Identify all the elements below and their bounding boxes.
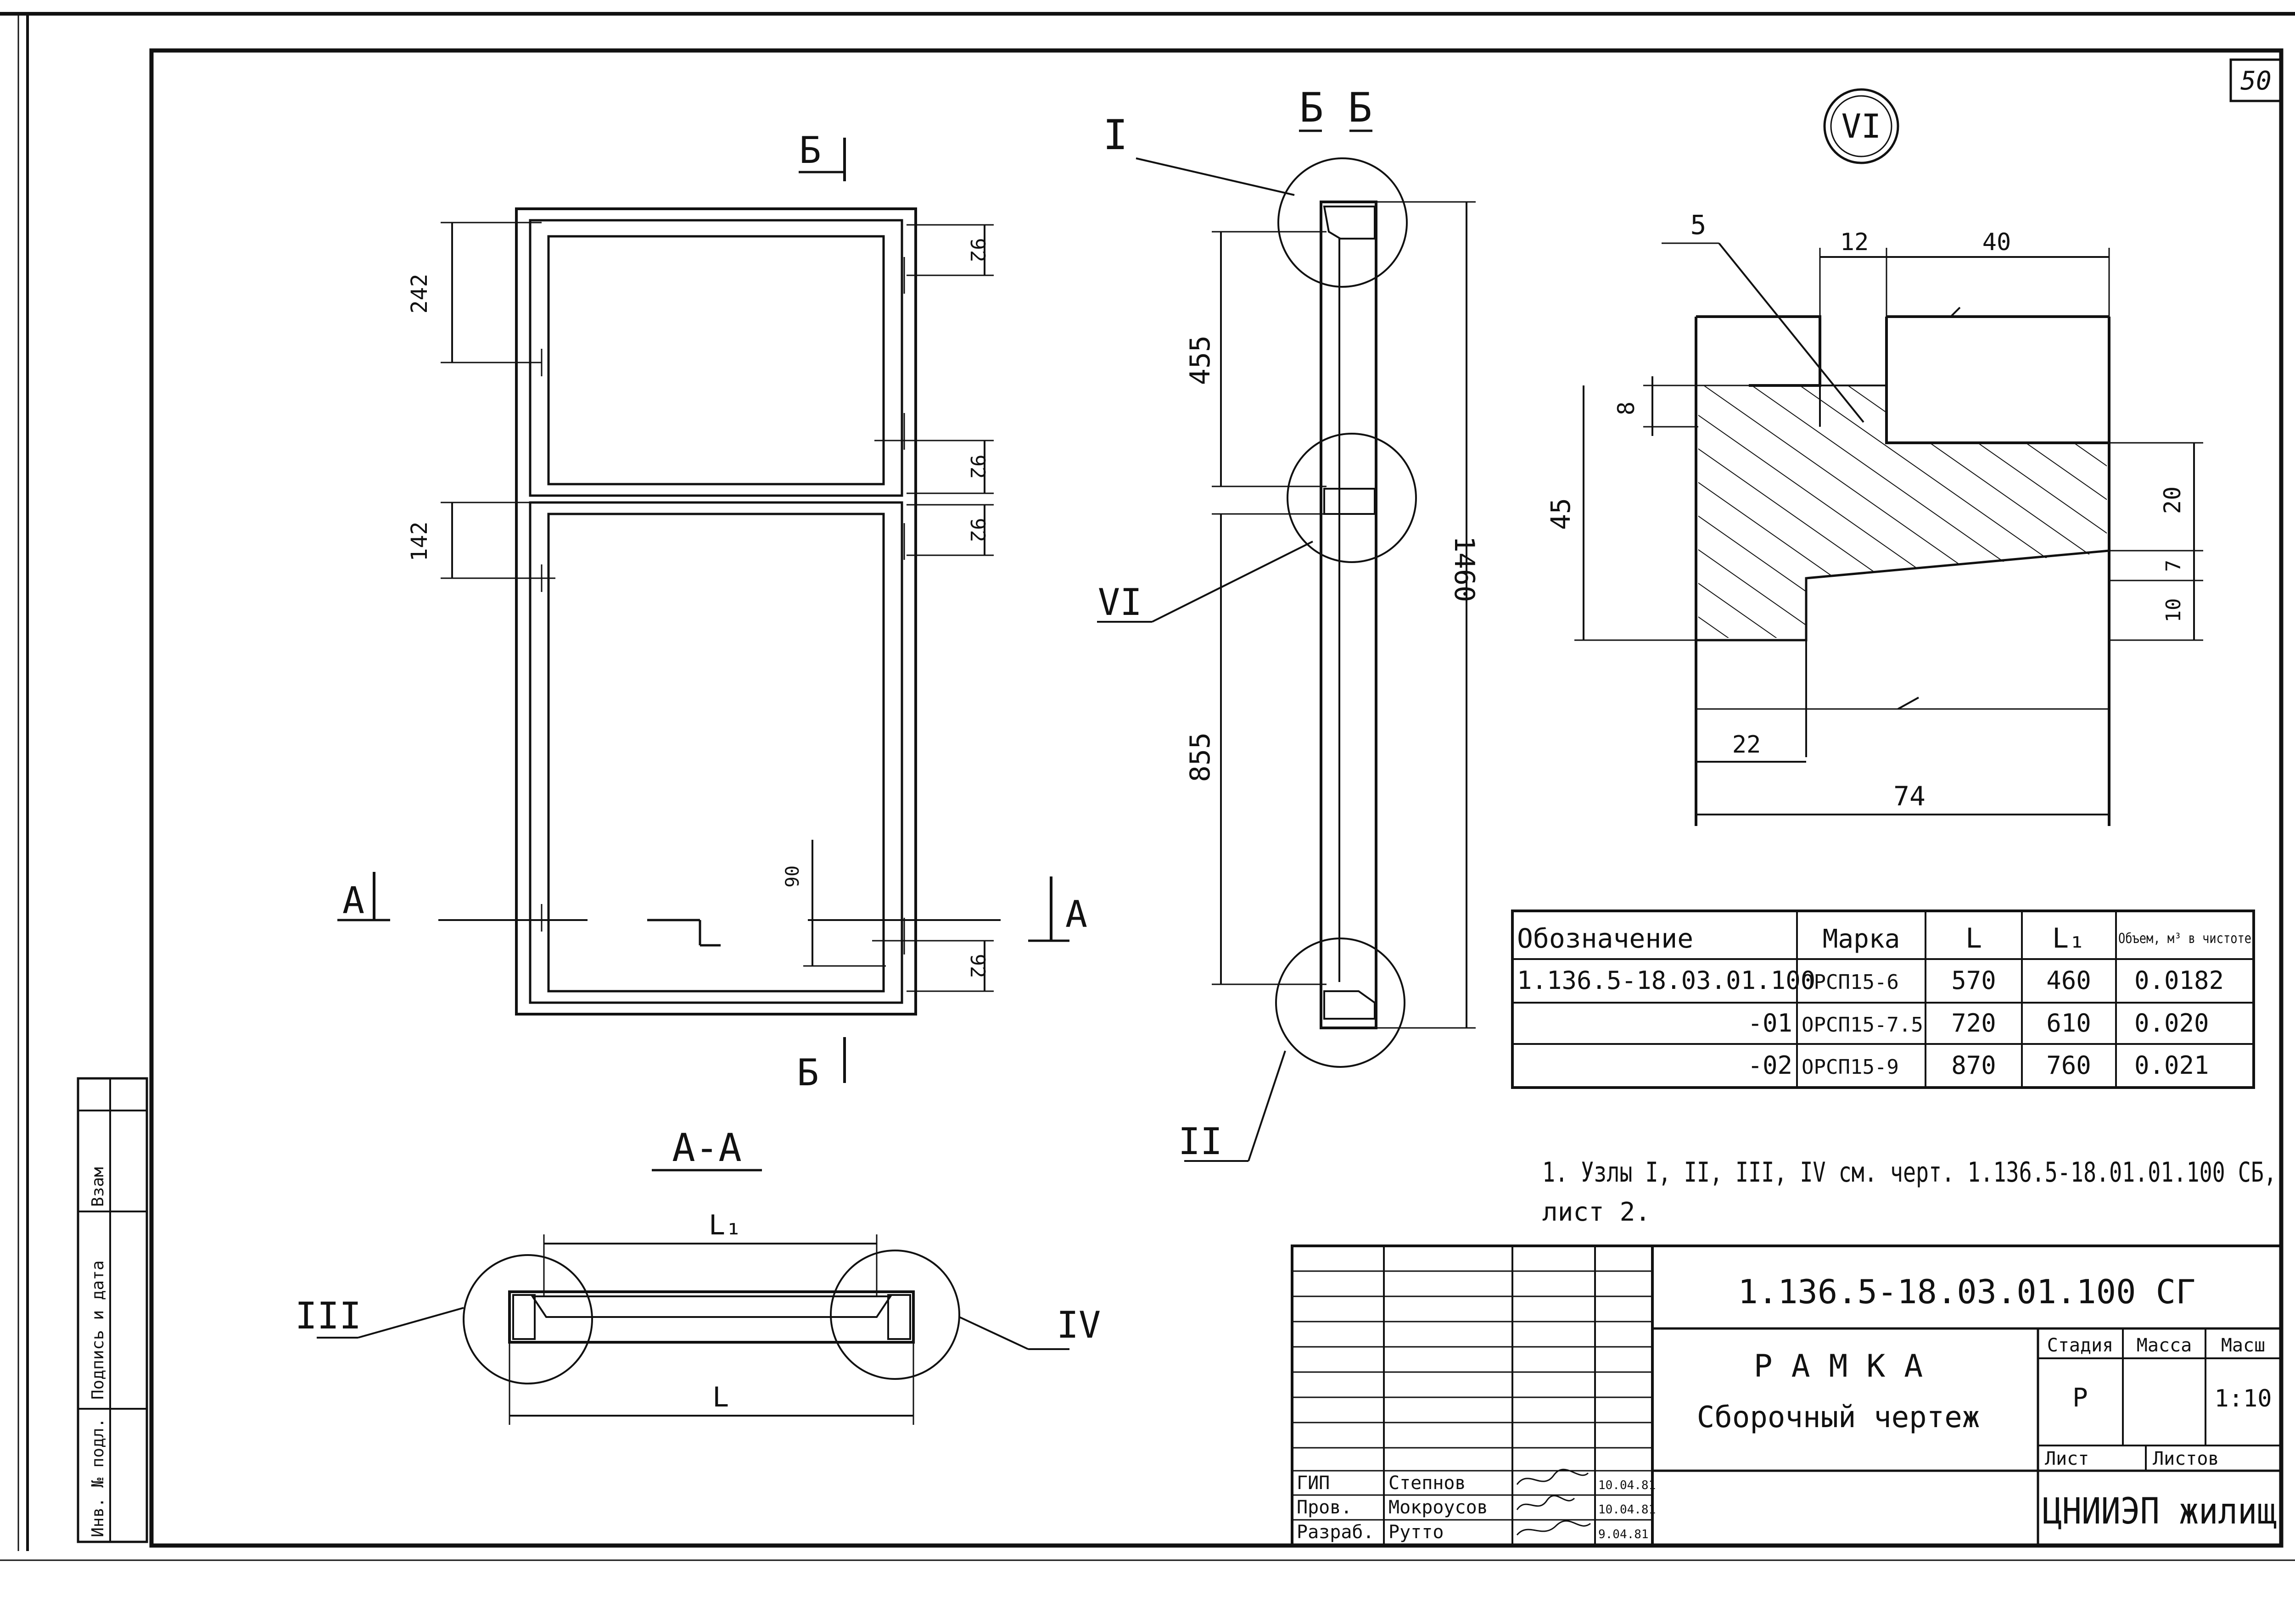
elevation-dimensions: 242 142 92 92 92 92 90 xyxy=(407,222,994,992)
title-block: 1.136.5-18.03.01.100 СГ Р А М К А Сбороч… xyxy=(1291,1245,2283,1547)
section-bb: Б Б I VI II 455 855 1460 xyxy=(1097,84,1480,1163)
sheet-border xyxy=(0,12,2295,1561)
td-r2-volume: 0.020 xyxy=(2134,1009,2209,1038)
signature-1 xyxy=(1516,1468,1589,1485)
td-r1-designation: 1.136.5-18.03.01.100 xyxy=(1517,966,1815,995)
th-volume: Объем, м³ в чистоте xyxy=(2118,931,2251,947)
sheet-number-box: 50 xyxy=(2229,58,2283,102)
dim-l: L xyxy=(712,1381,729,1413)
inv-label: Инв. № подл. xyxy=(89,1418,107,1537)
td-r1-l: 570 xyxy=(1951,966,1996,995)
signature-3 xyxy=(1516,1520,1591,1535)
elevation-section-marks: Б Б А А xyxy=(337,129,1087,1094)
td-r3-mark: ОРСП15-9 xyxy=(1802,1055,1899,1079)
td-r1-l1: 460 xyxy=(2046,966,2091,995)
dim-92-c: 92 xyxy=(966,518,989,542)
note: 1. Узлы I, II, III, IV см. черт. 1.136.5… xyxy=(1542,1156,2277,1227)
dim-74: 74 xyxy=(1893,781,1926,812)
note-line-1: 1. Узлы I, II, III, IV см. черт. 1.136.5… xyxy=(1542,1156,2277,1189)
dim-7: 7 xyxy=(2162,560,2185,572)
tb-staff-2-role: Пров. xyxy=(1297,1497,1352,1518)
dim-455: 455 xyxy=(1184,335,1216,385)
frame-elevation xyxy=(438,207,1001,1016)
dim-22: 22 xyxy=(1732,731,1761,759)
th-designation: Обозначение xyxy=(1517,923,1693,954)
tb-stage-header: Стадия xyxy=(2047,1335,2114,1356)
tb-name-line2: Сборочный чертеж xyxy=(1697,1401,1980,1434)
td-r1-mark: ОРСП15-6 xyxy=(1802,971,1899,994)
dim-40: 40 xyxy=(1982,229,2011,256)
sign-label: Подпись и дата xyxy=(89,1261,107,1400)
tb-designation: 1.136.5-18.03.01.100 СГ xyxy=(1738,1272,2196,1311)
dim-1460: 1460 xyxy=(1448,536,1480,603)
spec-table: Обозначение Марка L L₁ Объем, м³ в чисто… xyxy=(1511,910,2255,1089)
th-mark: Марка xyxy=(1823,924,1900,954)
td-r3-volume: 0.021 xyxy=(2134,1051,2209,1080)
replace-label: Взам xyxy=(89,1167,107,1207)
td-r2-l1: 610 xyxy=(2046,1009,2091,1038)
side-stamp: Инв. № подл. Подпись и дата Взам xyxy=(77,1077,148,1543)
tb-staff-1-date: 10.04.81 xyxy=(1598,1479,1656,1492)
tb-organization: ЦНИИЭП жилищ xyxy=(2043,1491,2277,1532)
dim-855: 855 xyxy=(1184,732,1216,782)
tb-stage-value: Р xyxy=(2072,1383,2088,1413)
td-r3-l1: 760 xyxy=(2046,1051,2091,1080)
tb-name-line1: Р А М К А xyxy=(1754,1348,1923,1384)
dim-20: 20 xyxy=(2159,486,2186,514)
dim-92-d: 92 xyxy=(966,954,989,978)
dim-l1: L₁ xyxy=(709,1209,742,1241)
detail-vi-title: VI xyxy=(1842,107,1881,145)
node-label-iv: IV xyxy=(1057,1304,1101,1346)
node-label-vi: VI xyxy=(1098,581,1142,624)
node-label-ii: II xyxy=(1178,1120,1222,1163)
note-line-2: лист 2. xyxy=(1542,1197,1651,1227)
tb-staff-3-date: 9.04.81 xyxy=(1598,1528,1649,1541)
section-bb-title: Б Б xyxy=(1299,84,1372,131)
tb-staff-2-date: 10.04.81 xyxy=(1598,1503,1656,1517)
callout-5: 5 xyxy=(1690,209,1707,240)
section-mark-a-left: А xyxy=(342,879,364,922)
dim-90: 90 xyxy=(782,865,803,887)
dim-92-b: 92 xyxy=(966,455,989,479)
tb-staff-3-role: Разраб. xyxy=(1297,1522,1374,1543)
dim-242: 242 xyxy=(407,274,432,314)
tb-sheets-label: Листов xyxy=(2153,1448,2219,1469)
tb-scale-header: Масш xyxy=(2221,1335,2265,1356)
section-aa: А-А L₁ L III IV xyxy=(295,1125,1101,1425)
dim-45: 45 xyxy=(1545,498,1576,530)
th-l1: L₁ xyxy=(2052,922,2085,954)
td-r2-mark: ОРСП15-7.5 xyxy=(1802,1013,1923,1037)
td-r3-l: 870 xyxy=(1951,1051,1996,1080)
dim-142: 142 xyxy=(407,522,432,562)
section-mark-b-top: Б xyxy=(799,129,821,172)
td-r2-l: 720 xyxy=(1951,1009,1996,1038)
tb-staff-3-name: Рутто xyxy=(1388,1522,1444,1543)
section-mark-b-bottom: Б xyxy=(797,1051,819,1094)
tb-mass-header: Масса xyxy=(2137,1335,2192,1356)
tb-staff-2-name: Мокроусов xyxy=(1388,1497,1488,1518)
tb-sheet-label: Лист xyxy=(2045,1448,2089,1469)
td-r3-designation: -02 xyxy=(1747,1051,1792,1080)
detail-vi: VI 5 12 40 8 45 xyxy=(1545,88,2203,826)
dim-92-a: 92 xyxy=(966,238,989,262)
dim-8: 8 xyxy=(1613,402,1640,415)
td-r1-volume: 0.0182 xyxy=(2134,966,2224,995)
sheet-number: 50 xyxy=(2240,66,2271,96)
section-mark-a-right: А xyxy=(1065,893,1087,936)
dim-12: 12 xyxy=(1840,229,1869,256)
section-aa-title: А-А xyxy=(672,1125,742,1170)
tb-staff-1-name: Степнов xyxy=(1388,1473,1466,1494)
dim-10: 10 xyxy=(2162,598,2185,623)
th-l: L xyxy=(1965,922,1982,954)
tb-staff-1-role: ГИП xyxy=(1297,1473,1330,1494)
signature-2 xyxy=(1516,1495,1575,1510)
node-label-iii: III xyxy=(295,1295,362,1337)
tb-scale-value: 1:10 xyxy=(2214,1385,2272,1412)
td-r2-designation: -01 xyxy=(1747,1009,1792,1038)
node-label-i: I xyxy=(1103,111,1128,159)
